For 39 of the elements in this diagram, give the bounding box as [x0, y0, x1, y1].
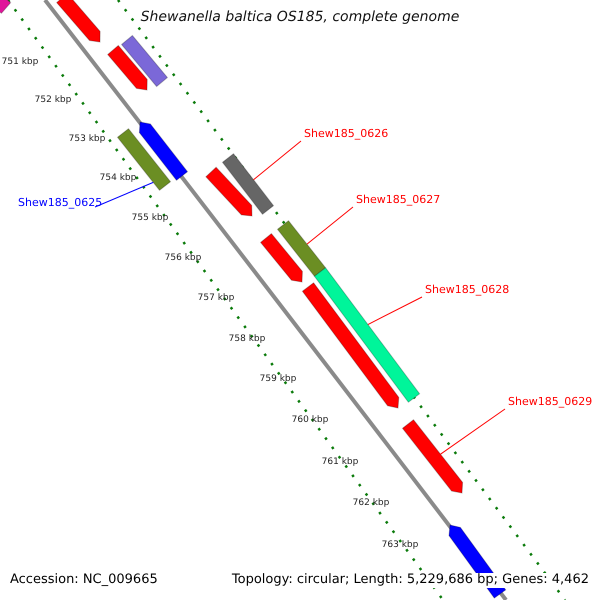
leader-line: [94, 182, 154, 208]
leader-line: [306, 206, 354, 245]
gene-label: Shew185_0626: [304, 128, 388, 141]
gene-segment: [302, 282, 400, 409]
position-label: 753 kbp: [68, 134, 106, 144]
gene-segment: [138, 121, 188, 181]
leader-line: [367, 296, 422, 326]
gene-label: Shew185_0625: [18, 197, 102, 210]
gene-segment: [120, 34, 168, 88]
position-label: 754 kbp: [100, 172, 136, 184]
gene-segment: [107, 44, 148, 91]
position-label: 762 kbp: [352, 498, 390, 508]
title: Shewanella baltica OS185, complete genome: [140, 9, 460, 26]
position-label: 751 kbp: [2, 56, 38, 68]
leader-line: [440, 408, 506, 455]
position-label: 757 kbp: [198, 292, 234, 304]
gene-segment: [402, 419, 464, 494]
position-label: 758 kbp: [228, 334, 266, 344]
gene-segment: [116, 128, 172, 191]
gene-segment: [260, 232, 303, 283]
position-label: 760 kbp: [292, 414, 328, 426]
leader-line: [253, 140, 302, 180]
accession-text: Accession: NC_009665: [8, 573, 160, 588]
position-label: 755 kbp: [132, 212, 168, 224]
gene-label: Shew185_0628: [425, 284, 510, 297]
gene-segment: [276, 220, 326, 277]
gene-segment: [222, 153, 274, 215]
gene-segment: [0, 0, 12, 14]
position-label: 756 kbp: [164, 252, 202, 264]
gene-segment: [56, 0, 101, 43]
gene-segment: [314, 267, 420, 403]
position-label: 752 kbp: [34, 94, 72, 106]
gene-label: Shew185_0629: [508, 396, 592, 409]
position-label: 759 kbp: [260, 374, 296, 384]
position-label: 763 kbp: [382, 540, 418, 550]
gene-label: Shew185_0627: [356, 194, 440, 207]
position-label: 761 kbp: [322, 456, 358, 468]
genome-summary-text: Topology: circular; Length: 5,229,686 bp; Genes: 4,462: [230, 573, 591, 588]
gene-segment: [205, 166, 253, 217]
